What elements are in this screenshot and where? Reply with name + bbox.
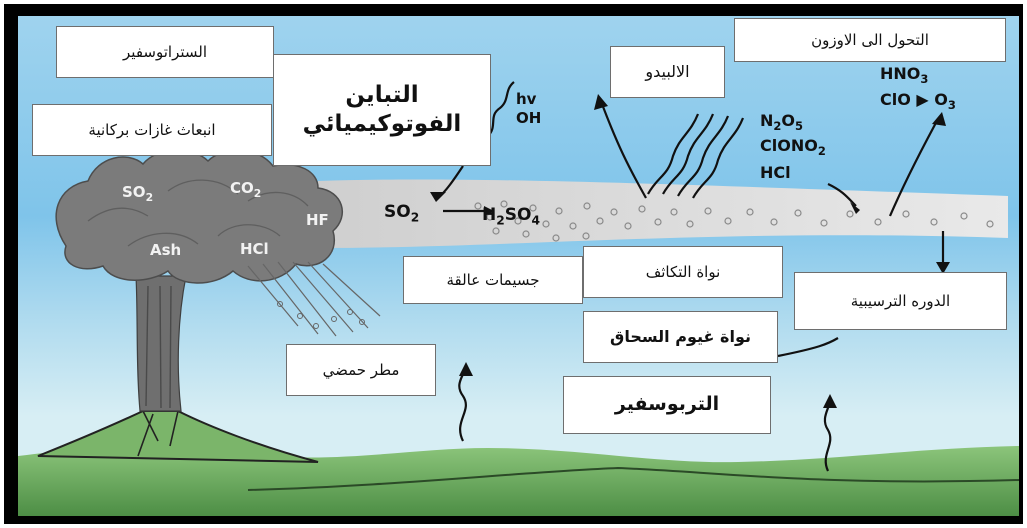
cirrus-connector — [778, 338, 838, 356]
plume-co2: CO2 — [230, 179, 261, 200]
label-volcanic-gas-emissions: انبعاث غازات بركانية — [32, 104, 272, 156]
formula-oh: OH — [516, 109, 541, 127]
label-ozone-conversion: التحول الى الاوزون — [734, 18, 1006, 62]
plume-so2: SO2 — [122, 183, 153, 204]
plume-hf: HF — [306, 211, 329, 229]
formula-so2: SO2 — [384, 202, 419, 224]
image-frame: SO2 CO2 HF Ash HCl hv OH SO2 H2SO4 N2O5 … — [4, 4, 1023, 524]
uplift-wave-left — [459, 366, 466, 441]
aerosol-band — [318, 179, 1008, 248]
label-albedo: الالبيدو — [610, 46, 725, 98]
diagram-scene: SO2 CO2 HF Ash HCl hv OH SO2 H2SO4 N2O5 … — [18, 16, 1019, 516]
label-sedimentation-cycle: الدوره الترسيبية — [794, 272, 1007, 330]
label-suspended-particles: جسيمات عالقة — [403, 256, 583, 304]
formula-hcl: HCl — [760, 163, 791, 182]
formula-n2o5: N2O5 — [760, 111, 803, 133]
label-stratosphere: الستراتوسفير — [56, 26, 274, 78]
acid-rain-drops — [278, 302, 365, 329]
formula-hv: hv — [516, 90, 536, 108]
label-cirrus-nuclei: نواة غيوم السحاق — [583, 311, 778, 363]
formula-h2so4: H2SO4 — [482, 205, 540, 227]
label-acid-rain: مطر حمضي — [286, 344, 436, 396]
volcano-cone — [38, 411, 318, 462]
label-condensation-nuclei: نواة التكاثف — [583, 246, 783, 298]
hv-wave — [488, 82, 514, 136]
plume-hcl: HCl — [240, 240, 269, 258]
formula-clono2: ClONO2 — [760, 136, 826, 158]
eruption-plume — [56, 150, 342, 283]
label-photochemical-variation: التباين الفوتوكيميائي — [273, 54, 491, 166]
formula-clo-o3: ClO ▶ O3 — [880, 90, 956, 112]
formula-hno3: HNO3 — [880, 64, 928, 86]
label-troposphere: التربوسفير — [563, 376, 771, 434]
plume-ash: Ash — [150, 241, 181, 259]
